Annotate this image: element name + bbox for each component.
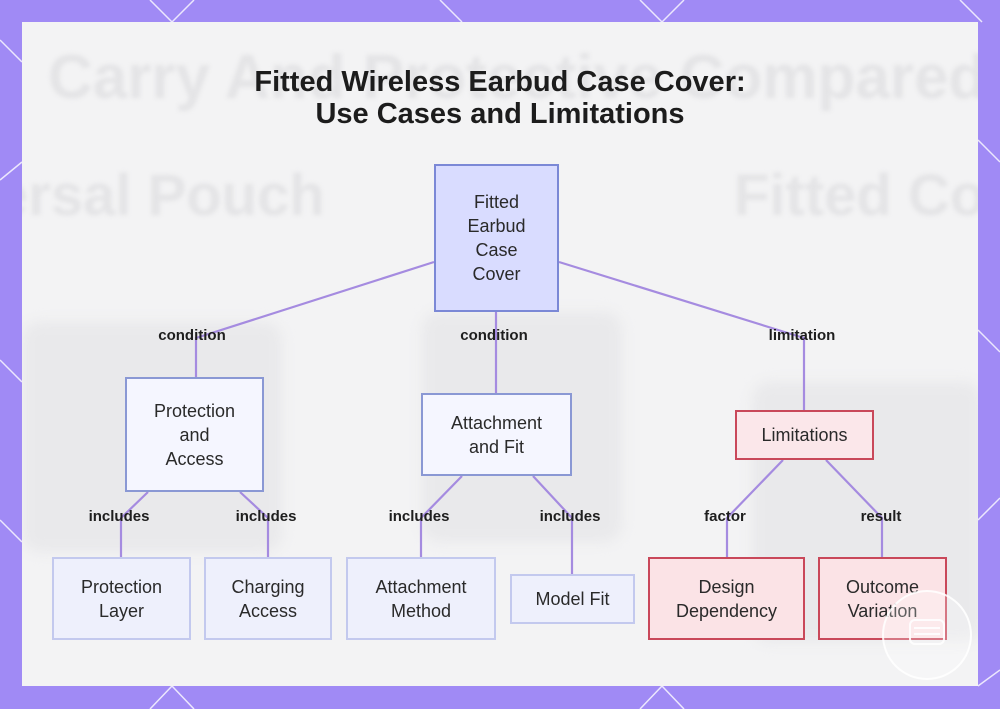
node-protection-access: Protection and Access [125, 377, 264, 492]
edge-label-root-attachment: condition [460, 327, 528, 345]
edge-label-limitations-outcome: result [861, 508, 902, 526]
node-charging-access-line-1: Charging [231, 575, 304, 599]
watermark-icon [884, 592, 970, 678]
edge-label-protection-charging: includes [236, 508, 297, 526]
node-limitations: Limitations [735, 410, 874, 460]
edge-root-limitations [559, 262, 804, 410]
node-limitations-label: Limitations [761, 423, 847, 447]
node-root: Fitted Earbud Case Cover [434, 164, 559, 312]
edge-label-limitations-design: factor [704, 508, 746, 526]
node-protection-access-line-3: Access [154, 447, 235, 471]
node-charging-access: Charging Access [204, 557, 332, 640]
node-protection-layer-line-2: Layer [81, 599, 162, 623]
node-protection-layer: Protection Layer [52, 557, 191, 640]
node-protection-layer-line-1: Protection [81, 575, 162, 599]
node-root-line-4: Cover [467, 262, 525, 286]
node-root-line-1: Fitted [467, 190, 525, 214]
node-root-line-3: Case [467, 238, 525, 262]
node-attachment-fit: Attachment and Fit [421, 393, 572, 476]
edge-label-attachment-method: includes [389, 508, 450, 526]
node-attachment-method-line-1: Attachment [375, 575, 466, 599]
node-attachment-method: Attachment Method [346, 557, 496, 640]
edge-label-root-limitations: limitation [769, 327, 836, 345]
node-model-fit-label: Model Fit [535, 587, 609, 611]
node-attachment-method-line-2: Method [375, 599, 466, 623]
node-root-line-2: Earbud [467, 214, 525, 238]
edge-root-protection [196, 262, 434, 378]
edge-label-root-protection: condition [158, 327, 226, 345]
node-model-fit: Model Fit [510, 574, 635, 624]
node-attachment-fit-line-2: and Fit [451, 435, 542, 459]
node-protection-access-line-1: Protection [154, 399, 235, 423]
watermark-badge [882, 590, 972, 680]
node-charging-access-line-2: Access [231, 599, 304, 623]
edge-label-attachment-model: includes [540, 508, 601, 526]
node-design-dependency-line-2: Dependency [676, 599, 777, 623]
node-protection-access-line-2: and [154, 423, 235, 447]
node-design-dependency-line-1: Design [676, 575, 777, 599]
node-attachment-fit-line-1: Attachment [451, 411, 542, 435]
node-design-dependency: Design Dependency [648, 557, 805, 640]
edge-label-protection-layer: includes [89, 508, 150, 526]
